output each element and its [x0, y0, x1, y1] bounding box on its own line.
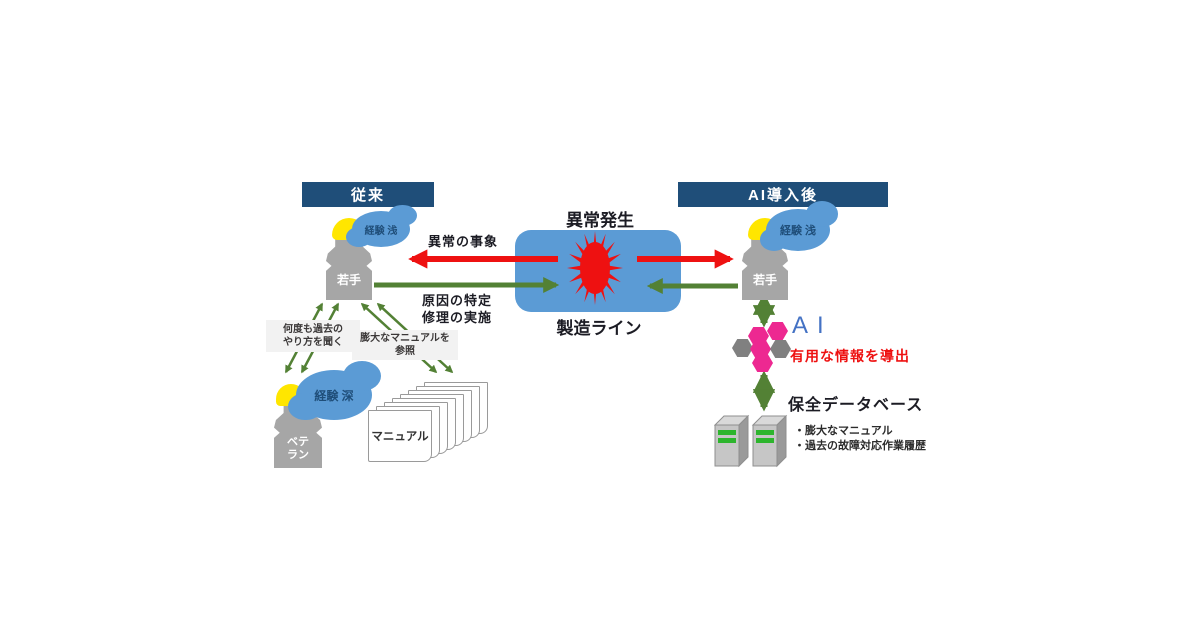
- hexagon-pink: [750, 340, 771, 358]
- database-title: 保全データベース: [788, 397, 924, 414]
- experience-deep-text: 経験 深: [314, 388, 354, 403]
- ask-note-line1: 何度も過去の: [283, 324, 343, 335]
- experience-shallow-cloud-right: 経験 浅: [759, 201, 838, 251]
- experience-shallow-text-right: 経験 浅: [779, 225, 817, 237]
- server-tower: [751, 414, 788, 468]
- anomaly-title: 異常発生: [566, 211, 634, 230]
- repair-label-line2: 修理の実施: [422, 310, 493, 325]
- hexagon-gray: [770, 340, 791, 358]
- experience-shallow-cloud-left: 経験 浅: [346, 204, 417, 247]
- manual-label: マニュアル: [371, 431, 429, 443]
- repair-label-line1: 原因の特定: [422, 293, 493, 308]
- database-bullet-1: ・膨大なマニュアル: [794, 425, 893, 437]
- refer-manual-note: 膨大なマニュアルを 参照: [352, 330, 458, 360]
- ai-label: AI: [792, 312, 833, 339]
- anomaly-starburst-icon: [567, 231, 623, 305]
- veteran-label: ベテラン: [287, 436, 309, 461]
- production-line-label: 製造ライン: [556, 319, 642, 338]
- young-worker-left-label: 若手: [336, 273, 361, 287]
- manual-stack: マニュアル: [368, 382, 498, 468]
- database-bullets: ・膨大なマニュアル ・過去の故障対応作業履歴: [794, 424, 926, 454]
- ask-note-line2: やり方を聞く: [283, 337, 343, 348]
- header-traditional: 従来: [302, 182, 434, 207]
- ai-hexagon-icon: [732, 322, 794, 374]
- young-worker-right-label: 若手: [752, 273, 777, 287]
- repair-label: 原因の特定 修理の実施: [422, 292, 492, 326]
- ask-veteran-note: 何度も過去の やり方を聞く: [266, 320, 360, 352]
- worker-body: 若手: [326, 238, 372, 300]
- hexagon-gray: [732, 339, 753, 357]
- header-after-ai: AI導入後: [678, 182, 888, 207]
- experience-deep-cloud: 経験 深: [288, 361, 382, 420]
- hexagon-pink: [767, 322, 788, 340]
- hexagon-pink: [752, 354, 773, 372]
- server-tower: [714, 414, 750, 468]
- manual-front-page: マニュアル: [368, 410, 432, 462]
- experience-shallow-text-left: 経験 浅: [364, 225, 398, 237]
- ref-note-line1: 膨大なマニュアルを: [360, 333, 450, 344]
- ref-note-line2: 参照: [395, 346, 415, 357]
- anomaly-event-label: 異常の事象: [428, 234, 499, 249]
- database-bullet-2: ・過去の故障対応作業履歴: [794, 440, 926, 452]
- database-servers-icon: [714, 414, 788, 468]
- ai-caption: 有用な情報を導出: [790, 348, 910, 364]
